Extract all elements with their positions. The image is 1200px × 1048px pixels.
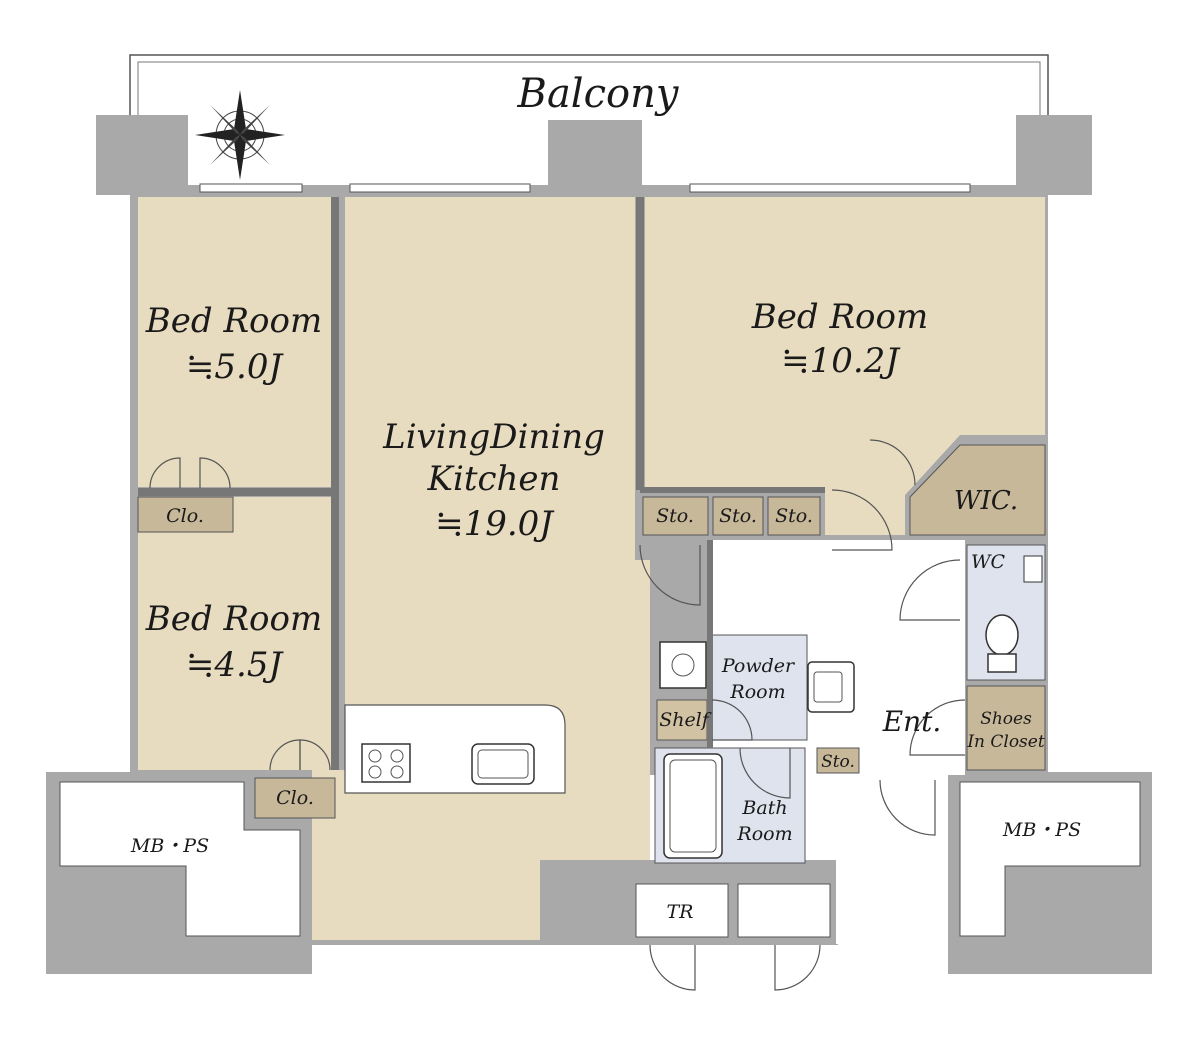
wc-label: WC [971, 551, 1006, 573]
windows [199, 183, 971, 193]
ldk-name-line1: LivingDining [382, 417, 605, 457]
storage-4 [816, 747, 860, 774]
powder-room-line2: Room [729, 681, 785, 703]
bedroom-4-5j-floor [138, 497, 332, 770]
shoes-closet-line2: In Closet [966, 732, 1045, 752]
mbps-right-label: MB・PS [1002, 819, 1081, 841]
mbps-right-room [959, 781, 1141, 937]
closet-upper-label: Clo. [166, 505, 204, 527]
bath-room-line1: Bath [741, 797, 787, 819]
bedroom-5j-name: Bed Room [145, 301, 322, 341]
column-left [96, 115, 188, 195]
trunk-room-left [635, 883, 729, 938]
mbps-left-label: MB・PS [130, 835, 209, 857]
column-middle [548, 120, 642, 190]
column-right [1016, 115, 1092, 195]
stove-icon [361, 743, 411, 783]
storage-2-label: Sto. [719, 505, 757, 527]
washer-pan-icon [659, 641, 707, 689]
wic-label: WIC. [954, 486, 1018, 516]
bedroom-4-5j-name: Bed Room [145, 599, 322, 639]
toilet-icon [985, 555, 1043, 673]
storage-2 [712, 496, 764, 536]
closet-upper [137, 496, 234, 533]
compass-rose-icon [195, 90, 285, 180]
entrance-label: Ent. [882, 705, 942, 738]
entrance-floor [836, 772, 948, 944]
shelf-label: Shelf [659, 709, 712, 731]
shoes-closet-line1: Shoes [980, 709, 1032, 729]
tr-label: TR [667, 901, 694, 923]
sink-icon [471, 743, 535, 785]
storage-4-label: Sto. [821, 752, 855, 772]
storage-3 [767, 496, 821, 536]
closet-lower-label: Clo. [276, 787, 314, 809]
storage-1-label: Sto. [656, 505, 694, 527]
bedroom-4-5j-size: ≒4.5J [186, 645, 285, 685]
bath-room-line2: Room [736, 823, 792, 845]
balcony-label: Balcony [517, 71, 680, 117]
doors [149, 439, 966, 991]
closet-lower [254, 777, 336, 819]
bedroom-10-2j-floor [645, 197, 1045, 535]
mbps-left-room [59, 781, 301, 937]
ldk-floor [312, 197, 650, 940]
trunk-room-right [737, 883, 831, 938]
bathtub-icon [663, 753, 723, 859]
washbasin-icon [807, 661, 855, 713]
storage-1 [642, 496, 709, 536]
powder-room-line1: Powder [721, 655, 796, 677]
ldk-name-line2: Kitchen [427, 459, 561, 499]
storage-3-label: Sto. [775, 505, 813, 527]
ldk-size: ≒19.0J [435, 504, 555, 544]
bedroom-10-2j-name: Bed Room [751, 297, 928, 337]
shoes-in-closet [966, 685, 1046, 771]
walk-in-closet [909, 444, 1046, 536]
bedroom-5j-size: ≒5.0J [186, 347, 285, 387]
bedroom-5j-floor [138, 197, 332, 487]
bedroom-10-2j-size: ≒10.2J [781, 341, 901, 381]
